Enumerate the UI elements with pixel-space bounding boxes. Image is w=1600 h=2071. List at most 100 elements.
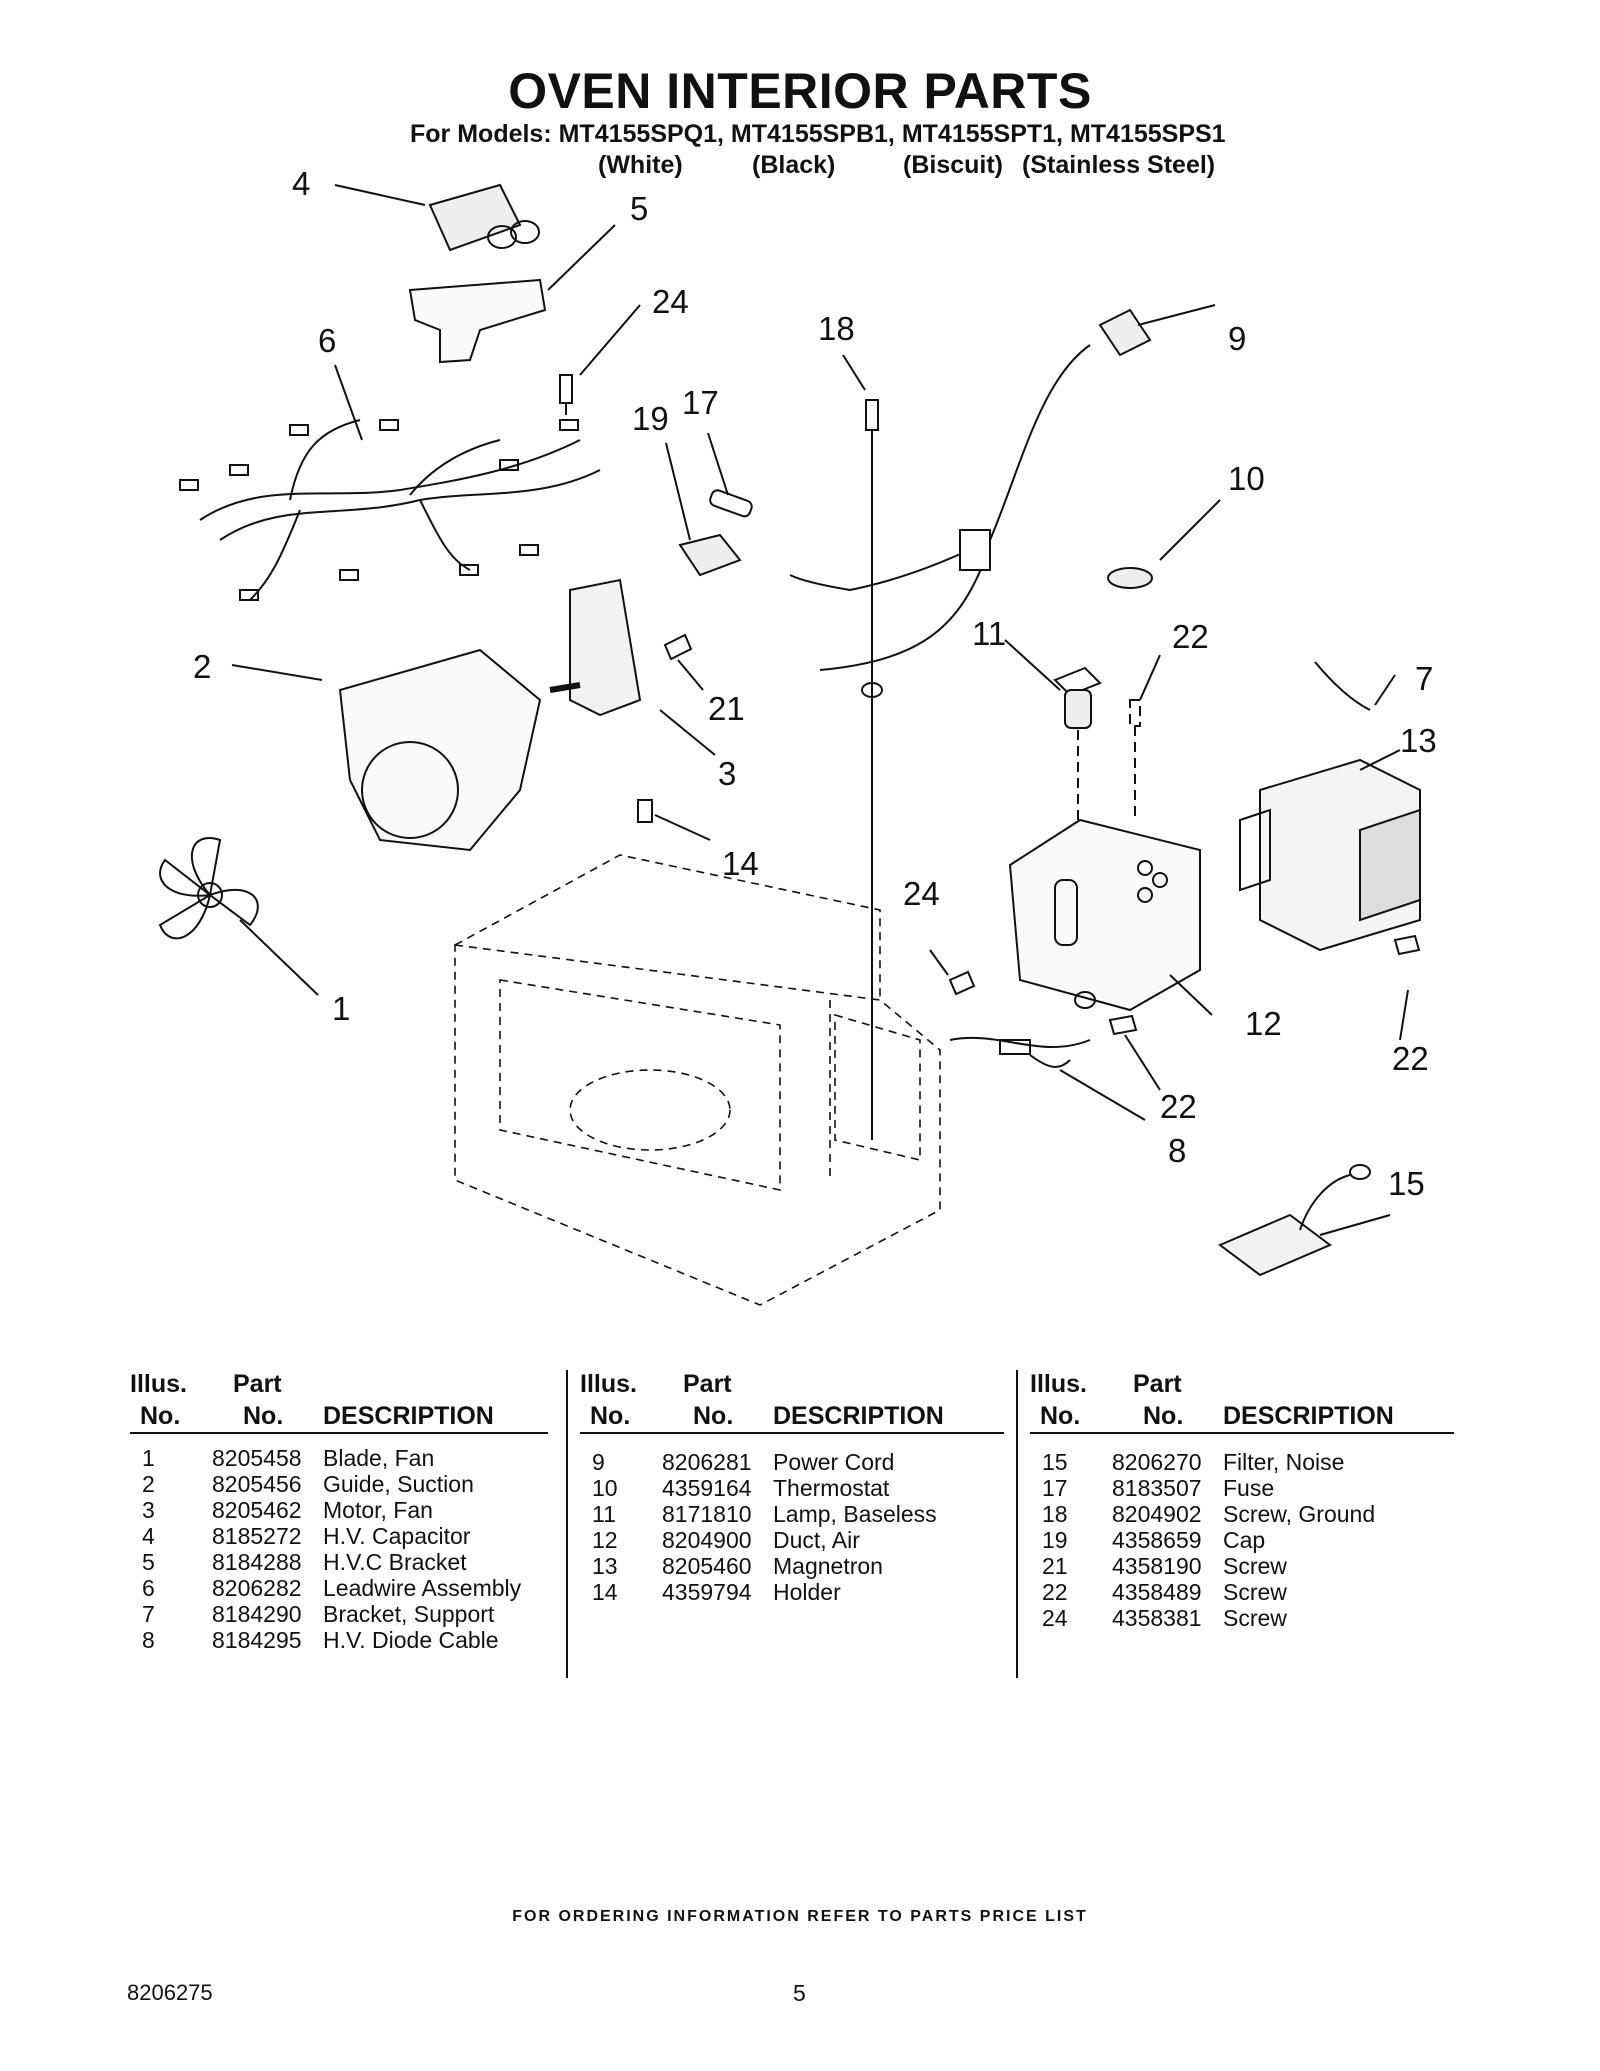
model-color-white: (White)	[598, 151, 683, 179]
header-part-bottom: No.	[693, 1402, 734, 1430]
part-number: 8206270	[1112, 1449, 1202, 1475]
illus-number: 15	[1042, 1449, 1068, 1475]
callout-11: 11	[972, 615, 1007, 652]
callout-21: 21	[708, 690, 745, 727]
illus-number: 5	[142, 1549, 155, 1575]
part-number: 8204900	[662, 1527, 752, 1553]
part-number: 8206281	[662, 1449, 752, 1475]
illus-number: 2	[142, 1471, 155, 1497]
leadwire-harness-part	[179, 419, 601, 601]
illus-number: 19	[1042, 1527, 1068, 1553]
screw-24b-part	[948, 970, 976, 996]
page-number: 5	[793, 1980, 806, 2006]
table-row: 2 8205456 Guide, Suction	[130, 1471, 550, 1497]
callout-7: 7	[1415, 660, 1434, 697]
callout-5: 5	[630, 190, 649, 227]
document-number: 8206275	[127, 1980, 213, 2005]
part-number: 8184288	[212, 1549, 302, 1575]
illus-number: 11	[592, 1501, 616, 1527]
illus-number: 14	[592, 1579, 618, 1605]
screw-22b-part	[1393, 934, 1421, 956]
suction-guide-part	[338, 648, 542, 852]
model-color-black: (Black)	[752, 151, 836, 179]
model-color-biscuit: (Biscuit)	[903, 151, 1003, 179]
header-part-top: Part	[1133, 1370, 1182, 1398]
column-divider	[566, 1370, 568, 1678]
part-number: 8171810	[662, 1501, 752, 1527]
illus-number: 12	[592, 1527, 618, 1553]
part-description: Fuse	[1223, 1475, 1275, 1501]
part-number: 8205456	[212, 1471, 302, 1497]
header-part-bottom: No.	[243, 1402, 284, 1430]
illus-number: 18	[1042, 1501, 1068, 1527]
callout-22-top: 22	[1172, 618, 1209, 655]
callout-24: 24	[652, 283, 689, 320]
header-rule	[580, 1432, 1004, 1434]
noise-filter-part	[1218, 1164, 1371, 1277]
illus-number: 22	[1042, 1579, 1068, 1605]
ground-screw-part	[865, 399, 879, 1140]
ordering-note: FOR ORDERING INFORMATION REFER TO PARTS …	[512, 1908, 1088, 1925]
holder-part	[637, 799, 653, 823]
table-row: 18 8204902 Screw, Ground	[1030, 1501, 1450, 1527]
part-number: 4359164	[662, 1475, 752, 1501]
header-part-bottom: No.	[1143, 1402, 1184, 1430]
callout-18: 18	[818, 310, 855, 347]
screw-22-part	[1108, 1014, 1138, 1036]
fan-motor-part	[549, 578, 642, 717]
callout-22-right: 22	[1392, 1040, 1429, 1077]
part-number: 4358659	[1112, 1527, 1202, 1553]
thermostat-part	[1107, 567, 1153, 589]
header-illus-bottom: No.	[590, 1402, 631, 1430]
fan-blade-part	[158, 837, 259, 940]
part-description: H.V.C Bracket	[323, 1549, 467, 1575]
header-description: DESCRIPTION	[773, 1402, 944, 1430]
hvc-bracket-part	[408, 278, 547, 364]
table-row: 5 8184288 H.V.C Bracket	[130, 1549, 550, 1575]
part-description: Leadwire Assembly	[323, 1575, 522, 1601]
illus-number: 9	[592, 1449, 605, 1475]
part-description: Holder	[773, 1579, 841, 1605]
part-description: Filter, Noise	[1223, 1449, 1345, 1475]
part-number: 8205462	[212, 1497, 302, 1523]
part-number: 8206282	[212, 1575, 302, 1601]
part-description: Bracket, Support	[323, 1601, 495, 1627]
illus-number: 21	[1042, 1553, 1068, 1579]
header-illus-top: Illus.	[130, 1370, 187, 1398]
table-row: 15 8206270 Filter, Noise	[1030, 1449, 1450, 1475]
callout-10: 10	[1228, 460, 1265, 497]
part-description: Motor, Fan	[323, 1497, 433, 1523]
header-description: DESCRIPTION	[1223, 1402, 1394, 1430]
callout-12: 12	[1245, 1005, 1282, 1042]
part-number: 8183507	[1112, 1475, 1202, 1501]
part-description: H.V. Diode Cable	[323, 1627, 499, 1653]
header-description: DESCRIPTION	[323, 1402, 494, 1430]
part-description: Guide, Suction	[323, 1471, 474, 1497]
page-title: OVEN INTERIOR PARTS	[508, 63, 1092, 119]
part-number: 4358190	[1112, 1553, 1202, 1579]
part-number: 8204902	[1112, 1501, 1202, 1527]
callout-6: 6	[318, 322, 337, 359]
part-number: 4358381	[1112, 1605, 1202, 1631]
illus-number: 3	[142, 1497, 155, 1523]
callout-22-mid: 22	[1160, 1088, 1197, 1125]
header-illus-bottom: No.	[140, 1402, 181, 1430]
part-description: Cap	[1223, 1527, 1266, 1553]
header-illus-top: Illus.	[1030, 1370, 1087, 1398]
callout-9: 9	[1228, 320, 1247, 357]
callout-3: 3	[718, 755, 737, 792]
fuse-part	[709, 489, 753, 518]
callout-13: 13	[1400, 722, 1437, 759]
part-description: Screw, Ground	[1223, 1501, 1376, 1527]
cap-part	[678, 533, 742, 577]
illus-number: 17	[1042, 1475, 1068, 1501]
callout-19: 19	[632, 400, 669, 437]
